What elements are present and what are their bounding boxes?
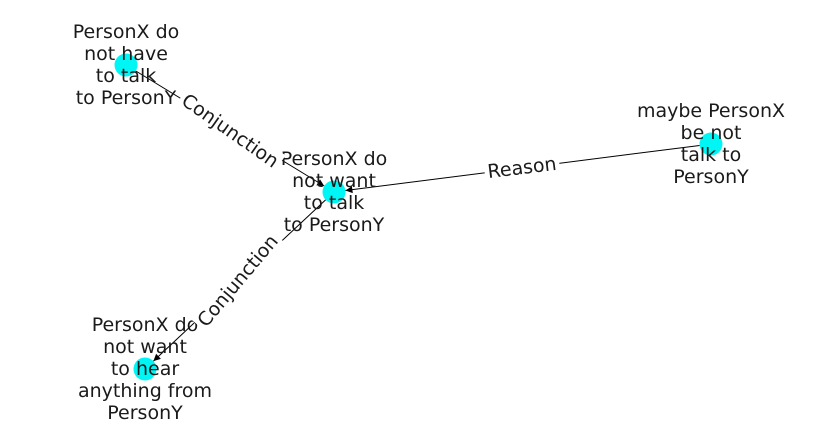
node-n_top_left[interactable] [114, 53, 138, 77]
node-label-line: anything from [78, 380, 212, 402]
edge-label-e3: Conjunction [190, 227, 286, 335]
edge-label-e2: Reason [483, 151, 561, 185]
node-label-line: PersonX do [281, 148, 388, 170]
node-label-line: talk to [681, 144, 742, 166]
edge-label-bg [190, 227, 286, 335]
node-n_right[interactable] [699, 132, 723, 156]
edge-label-bg [174, 87, 286, 175]
node-label-line: be not [681, 122, 742, 144]
node-label-line: maybe PersonX [637, 100, 785, 122]
node-label-line: not have [84, 43, 168, 65]
node-label-line: to talk [304, 192, 365, 214]
node-label-line: not want [103, 336, 187, 358]
edge-label-text: Reason [486, 153, 557, 183]
node-label-line: to PersonY [76, 87, 177, 109]
node-label-line: PersonX do [92, 314, 199, 336]
node-label-line: not want [292, 170, 376, 192]
edge-label-text: Conjunction [193, 231, 283, 332]
node-label-line: to PersonY [284, 214, 385, 236]
node-label-line: PersonX do [73, 21, 180, 43]
node-n_center[interactable] [322, 180, 346, 204]
edge-label-e1: Conjunction [174, 87, 286, 175]
node-label-line: to hear [111, 358, 179, 380]
edge-label-bg [483, 151, 561, 185]
edge-label-text: Conjunction [177, 90, 282, 173]
node-label-line: PersonY [673, 166, 749, 188]
node-n_bottom_left[interactable] [133, 357, 157, 381]
node-label-line: PersonY [107, 402, 183, 424]
node-label-line: to talk [96, 65, 157, 87]
nodes-layer [114, 53, 723, 381]
